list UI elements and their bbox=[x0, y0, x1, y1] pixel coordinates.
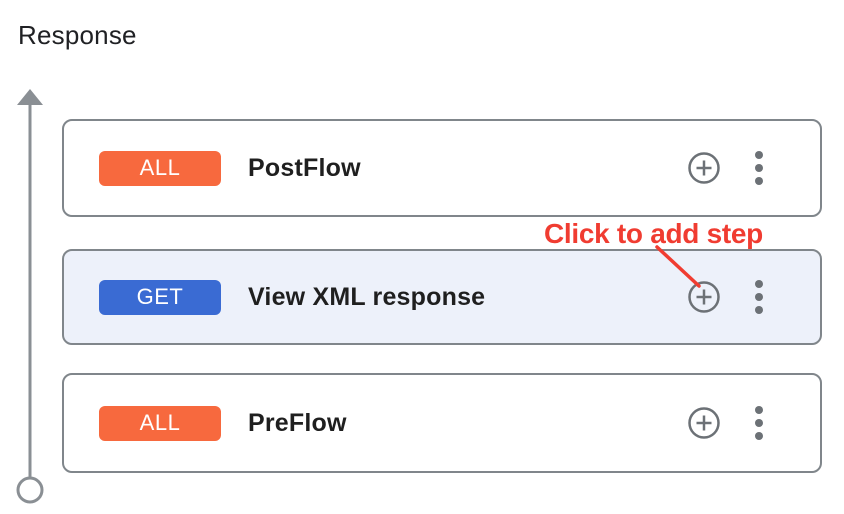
card-title: PreFlow bbox=[248, 408, 347, 437]
annotation-label: Click to add step bbox=[544, 218, 763, 249]
plus-circle-icon bbox=[688, 407, 720, 439]
more-options-button[interactable] bbox=[754, 405, 764, 441]
page-title: Response bbox=[18, 20, 137, 50]
up-arrowhead-icon bbox=[17, 89, 43, 105]
vertical-ellipsis-icon bbox=[755, 151, 763, 185]
add-step-button[interactable] bbox=[686, 405, 722, 441]
flow-start-circle bbox=[16, 476, 44, 504]
flow-card-view-xml-response[interactable]: GET View XML response bbox=[62, 249, 822, 345]
plus-circle-icon bbox=[688, 281, 720, 313]
verb-badge: ALL bbox=[99, 150, 221, 186]
add-step-button[interactable] bbox=[686, 279, 722, 315]
flow-card-preflow[interactable]: ALL PreFlow bbox=[62, 373, 822, 473]
more-options-button[interactable] bbox=[754, 150, 764, 186]
card-title: View XML response bbox=[248, 282, 486, 311]
verb-badge: GET bbox=[99, 279, 221, 315]
more-options-button[interactable] bbox=[754, 279, 764, 315]
vertical-ellipsis-icon bbox=[755, 280, 763, 314]
flow-card-postflow[interactable]: ALL PostFlow bbox=[62, 119, 822, 217]
vertical-ellipsis-icon bbox=[755, 406, 763, 440]
verb-badge: ALL bbox=[99, 405, 221, 441]
add-step-button[interactable] bbox=[686, 150, 722, 186]
plus-circle-icon bbox=[688, 152, 720, 184]
flow-direction-arrow bbox=[16, 89, 44, 504]
card-title: PostFlow bbox=[248, 153, 361, 182]
